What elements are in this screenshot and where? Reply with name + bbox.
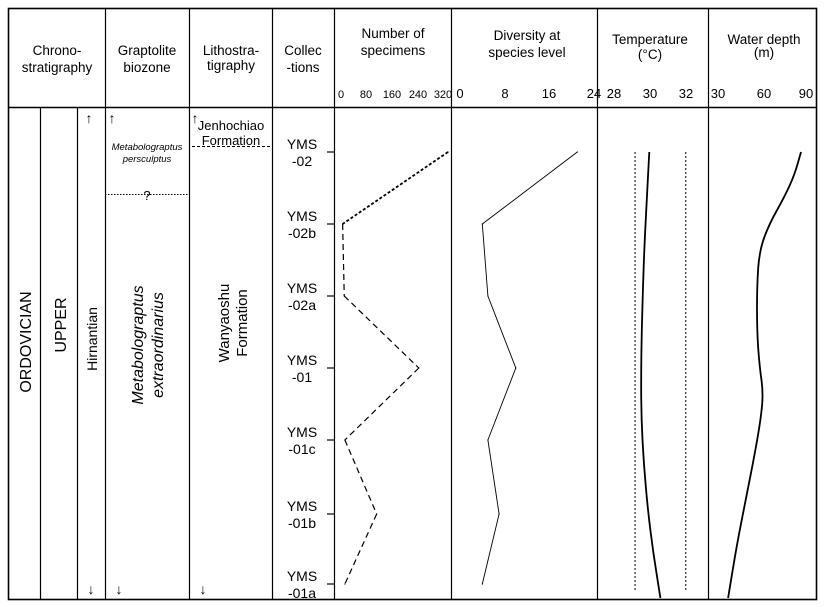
- series-segment: [344, 513, 378, 585]
- data-point: [487, 439, 489, 441]
- sample-label: -02: [292, 153, 312, 169]
- data-point: [376, 513, 378, 515]
- tick-label: 30: [711, 86, 725, 101]
- diversity-title-line2: species level: [488, 45, 565, 60]
- formation-lower-line2: Formation: [234, 289, 251, 357]
- series-segment: [344, 367, 420, 441]
- sample-label: YMS: [287, 280, 317, 296]
- arrow-up-icon: ↑: [109, 110, 116, 126]
- sample-labels: YMS-02YMS-02bYMS-02aYMS-01YMS-01cYMS-01b…: [287, 136, 334, 601]
- arrow-down-icon: ↓: [200, 581, 207, 597]
- sample-label: YMS: [287, 568, 317, 584]
- arrow-down-icon: ↓: [88, 581, 95, 597]
- sample-label: -01c: [288, 441, 315, 457]
- tick-label: 0: [338, 89, 344, 101]
- tick-label: 320: [434, 89, 452, 101]
- zone-upper-line1: Metabolograptus: [112, 142, 183, 153]
- specimens-title-line2: specimens: [361, 43, 426, 58]
- curve-line: [640, 151, 662, 599]
- header-chrono-line2: stratigraphy: [22, 60, 93, 75]
- sample-label: YMS: [287, 352, 317, 368]
- tick-label: 8: [501, 86, 508, 101]
- zone-upper-line2: persculptus: [122, 154, 172, 165]
- formation-upper-line2: Formation: [202, 133, 261, 148]
- data-point: [342, 223, 344, 225]
- arrow-down-icon: ↓: [116, 581, 123, 597]
- sample-label: -01: [292, 369, 312, 385]
- tick-label: 160: [383, 89, 401, 101]
- tick-label: 240: [409, 89, 427, 101]
- specimens-title-line1: Number of: [361, 26, 424, 41]
- temperature-unit: (°C): [638, 47, 662, 62]
- data-point: [515, 367, 517, 369]
- tick-label: 0: [456, 86, 463, 101]
- tick-label: 16: [542, 86, 556, 101]
- data-point: [344, 583, 346, 585]
- series-label: UPPER: [53, 297, 70, 352]
- panel-1: 0 8 16 24: [456, 86, 601, 585]
- header-litho-line1: Lithostra-: [203, 43, 259, 58]
- sample-label: YMS: [287, 136, 317, 152]
- diversity-title-line1: Diversity at: [494, 28, 561, 43]
- zone-lower-line2: extraordinarius: [150, 292, 167, 398]
- data-point: [487, 295, 489, 297]
- zone-boundary-mark: ?: [143, 188, 150, 203]
- data-point: [344, 439, 346, 441]
- header-grapt-line2: biozone: [123, 60, 170, 75]
- arrow-up-icon: ↑: [192, 110, 199, 126]
- series-segment: [342, 151, 449, 225]
- sample-label: YMS: [287, 498, 317, 514]
- temperature-title: Temperature: [612, 32, 688, 47]
- plot-panels: 0 80 160 240 320 0 8 16 24 28 30 32 30 60 90: [338, 86, 813, 599]
- panel-3: 30 60 90: [711, 86, 813, 599]
- tick-label: 80: [360, 89, 372, 101]
- waterdepth-unit: (m): [754, 45, 774, 60]
- stage-label: Hirnantian: [84, 307, 100, 371]
- curve-line: [727, 151, 802, 599]
- data-point: [498, 513, 500, 515]
- data-point: [481, 223, 483, 225]
- sample-label: YMS: [287, 424, 317, 440]
- tick-label: 32: [679, 86, 693, 101]
- sample-label: YMS: [287, 208, 317, 224]
- data-point: [418, 367, 420, 369]
- formation-upper-line1: Jenhochiao: [198, 118, 265, 133]
- series-line: [481, 151, 578, 585]
- sample-label: -02a: [288, 297, 316, 313]
- waterdepth-title: Water depth: [727, 32, 800, 47]
- series-segment: [344, 439, 378, 515]
- panel-0: 0 80 160 240 320: [338, 89, 452, 585]
- header-grapt-line1: Graptolite: [118, 43, 177, 58]
- panel-2: 28 30 32: [607, 86, 693, 599]
- sample-label: -01b: [288, 515, 316, 531]
- data-point: [576, 151, 578, 153]
- formation-lower-line1: Wanyaoshu: [216, 284, 233, 363]
- sample-label: -02b: [288, 225, 316, 241]
- system-label: ORDOVICIAN: [18, 291, 35, 392]
- data-point: [343, 295, 345, 297]
- header-litho-line2: tigraphy: [207, 58, 255, 73]
- header-collec-line1: Collec: [284, 43, 322, 58]
- series-segment: [343, 295, 420, 369]
- tick-label: 24: [587, 86, 601, 101]
- tick-label: 60: [757, 86, 771, 101]
- table-frame: [7, 7, 818, 601]
- data-point: [481, 583, 483, 585]
- header-chrono-line1: Chrono-: [33, 43, 82, 58]
- tick-label: 90: [799, 86, 813, 101]
- arrow-up-icon: ↑: [86, 110, 93, 126]
- header-collec-line2: -tions: [286, 60, 319, 75]
- data-point: [447, 151, 449, 153]
- tick-label: 28: [607, 86, 621, 101]
- series-segment: [342, 223, 345, 297]
- sample-label: -01a: [288, 585, 316, 601]
- zone-lower-line1: Metabolograptus: [130, 285, 147, 404]
- tick-label: 30: [643, 86, 657, 101]
